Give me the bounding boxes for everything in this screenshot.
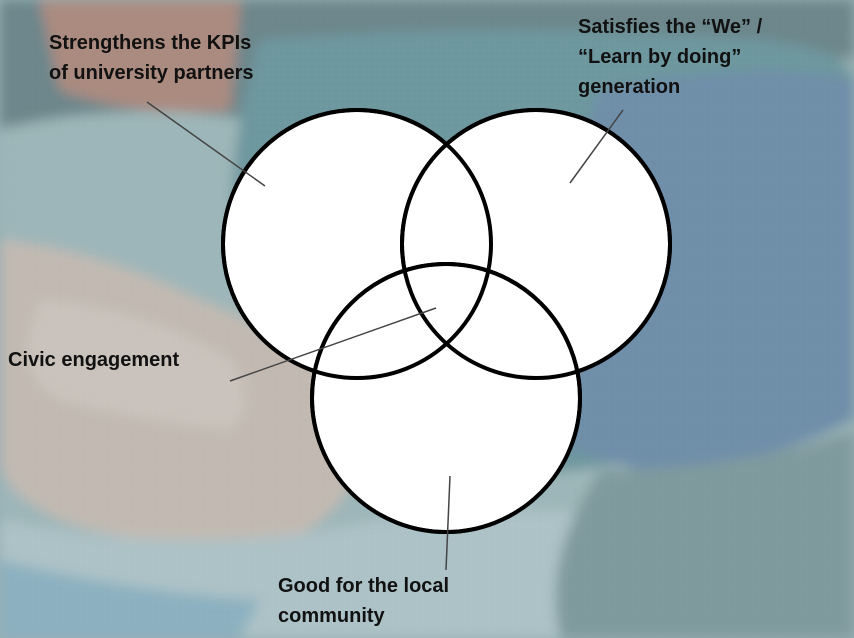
leader-line-kpi [146, 101, 266, 187]
leader-line-generation [569, 109, 624, 184]
leader-line-community [445, 475, 451, 571]
label-local-community: Good for the local community [278, 571, 538, 631]
venn-diagram [221, 108, 672, 534]
label-generation-line-2: “Learn by doing” [578, 46, 742, 68]
label-civic-engagement: Civic engagement [8, 349, 180, 371]
label-kpis-line-1: Strengthens the KPIs [49, 32, 252, 54]
label-generation-line-3: generation [578, 76, 681, 98]
leader-line-civic [229, 307, 437, 382]
label-kpis-line-2: of university partners [49, 62, 254, 84]
label-community-line-1: Good for the local [278, 575, 450, 597]
label-kpis: Strengthens the KPIs of university partn… [49, 28, 329, 88]
label-generation: Satisfies the “We” / “Learn by doing” ge… [578, 12, 848, 102]
label-community-line-2: community [278, 605, 385, 627]
label-generation-line-1: Satisfies the “We” / [578, 16, 763, 38]
